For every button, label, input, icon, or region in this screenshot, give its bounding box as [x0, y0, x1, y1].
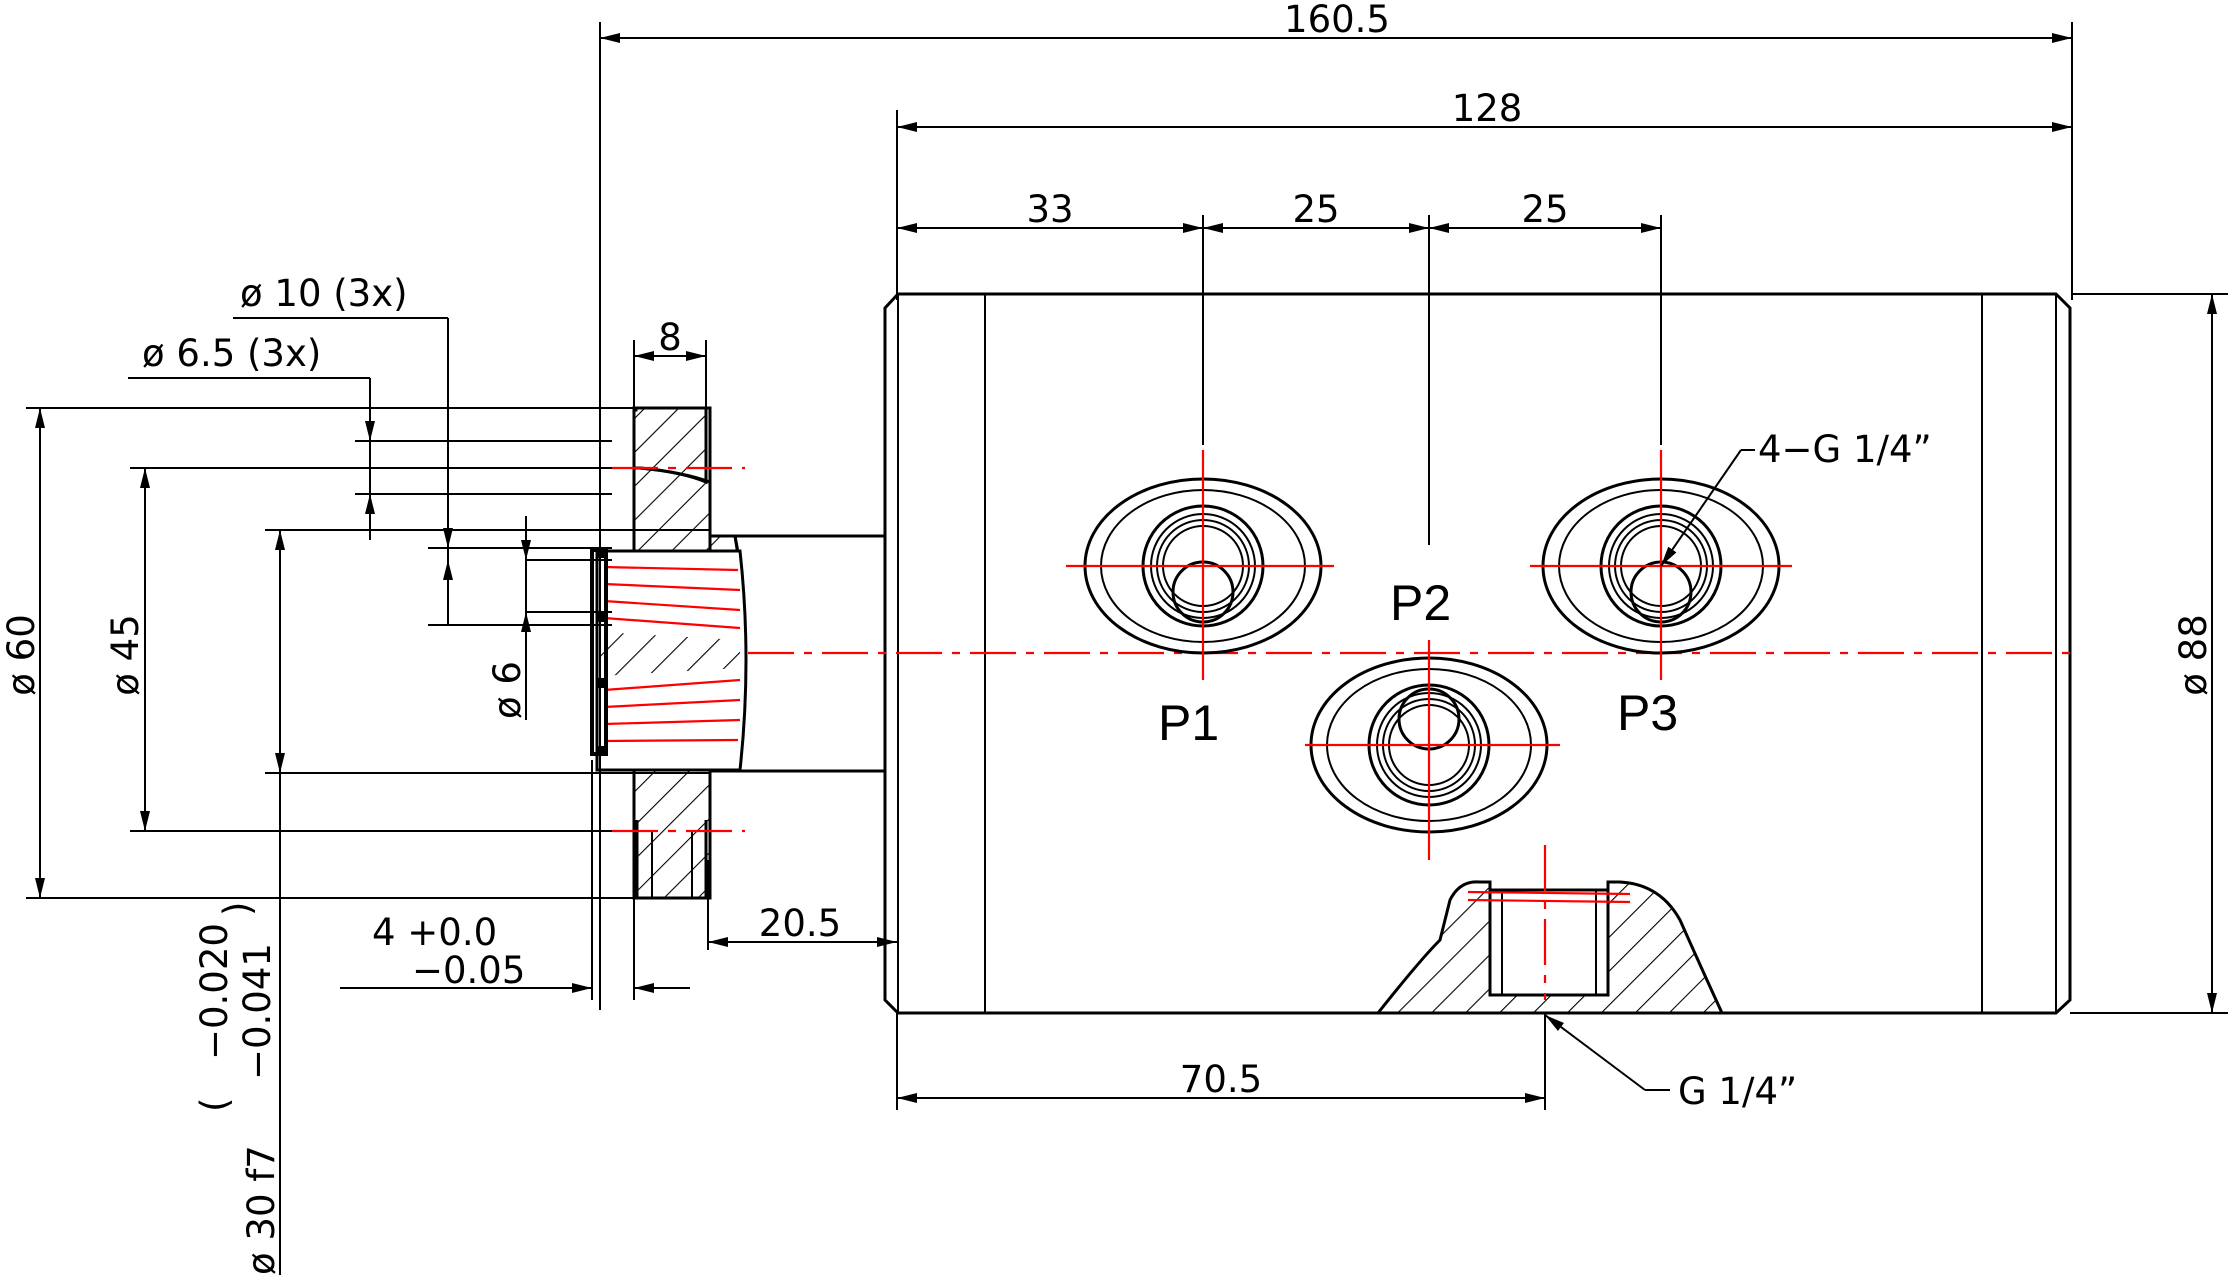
dim-6-label: ø 6: [486, 661, 529, 719]
dim-diameter-45: ø 45: [104, 467, 612, 832]
dim-overall-length: 160.5: [599, 0, 2073, 1010]
port-p1: [1066, 450, 1334, 680]
dim-shaft-diameter: ø 30 f7 ( −0.020 −0.041 ): [193, 529, 710, 1275]
flange-section: [590, 406, 748, 900]
bottom-port-section: [1374, 845, 1725, 1015]
callout-top-thread-label: 4−G 1/4”: [1758, 428, 1932, 471]
dim-25b-label: 25: [1521, 188, 1568, 231]
dim-shaft-paren-open: (: [193, 1098, 236, 1112]
dim-hole-small: ø 6.5 (3x): [128, 332, 612, 540]
dim-bottom-port-offset: 70.5: [896, 1013, 1546, 1110]
port-p1-label: P1: [1158, 695, 1219, 751]
dim-shaft-length: 20.5: [707, 860, 897, 950]
port-p2-label: P2: [1390, 575, 1451, 631]
dim-33-label: 33: [1026, 188, 1073, 231]
dim-hole-large-label: ø 10 (3x): [240, 272, 408, 315]
dim-flange-tol-lower: −0.05: [412, 949, 525, 992]
dim-flange-thickness: 8: [633, 316, 707, 408]
dim-160-label: 160.5: [1284, 0, 1390, 41]
dim-60-label: ø 60: [0, 614, 43, 695]
dim-diameter-60: ø 60: [0, 407, 634, 899]
dim-shaft-label: ø 30 f7: [240, 1145, 283, 1275]
dim-body-length: 128: [896, 87, 2072, 300]
dim-25a-label: 25: [1292, 188, 1339, 231]
dim-flange-tolerance: 4 +0.0 −0.05: [340, 760, 690, 1000]
port-p2: [1305, 640, 1560, 860]
dim-45-label: ø 45: [104, 614, 147, 695]
callout-top-thread: 4−G 1/4”: [1660, 428, 1932, 567]
dim-shaft-tol-upper: −0.020: [193, 923, 236, 1060]
dim-hole-small-label: ø 6.5 (3x): [142, 332, 321, 375]
dim-diameter-6: ø 6: [486, 516, 612, 720]
port-p3-label: P3: [1617, 685, 1678, 741]
dim-port-spacing: 33 25 25: [897, 188, 1662, 545]
dim-20-5-label: 20.5: [759, 902, 841, 945]
dim-128-label: 128: [1452, 87, 1523, 130]
dim-hole-large: ø 10 (3x): [233, 272, 612, 626]
dim-shaft-paren-close: ): [216, 902, 259, 916]
dim-70-5-label: 70.5: [1180, 1058, 1262, 1101]
callout-bottom-thread: G 1/4”: [1544, 1014, 1797, 1113]
dim-88-label: ø 88: [2172, 614, 2215, 695]
callout-bottom-thread-label: G 1/4”: [1678, 1070, 1797, 1113]
port-p3: [1530, 450, 1792, 680]
dim-8-label: 8: [658, 316, 682, 359]
dim-flange-tol-upper: 4 +0.0: [372, 911, 497, 954]
dim-shaft-tol-lower: −0.041: [236, 943, 279, 1080]
dim-body-diameter: ø 88: [2070, 293, 2228, 1014]
